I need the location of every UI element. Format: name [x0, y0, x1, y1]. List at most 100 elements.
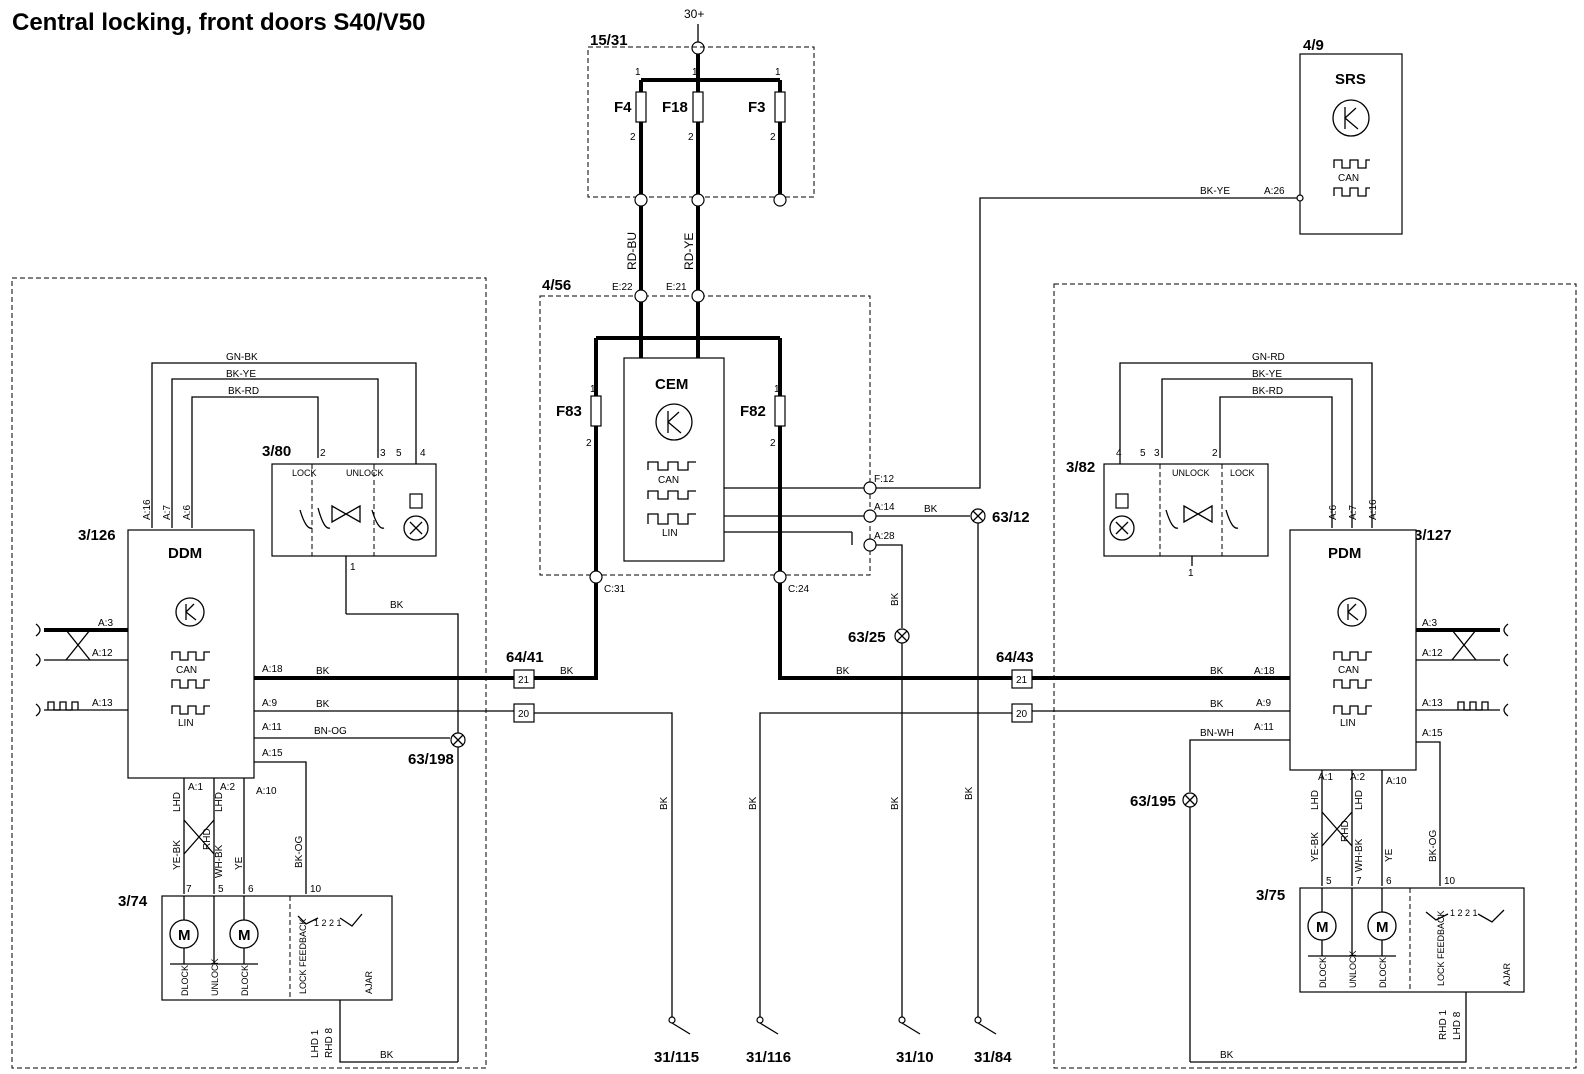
svg-text:63/198: 63/198 — [408, 751, 454, 768]
svg-text:A:12: A:12 — [1422, 648, 1443, 659]
svg-text:2: 2 — [770, 438, 776, 449]
svg-text:64/41: 64/41 — [506, 649, 544, 666]
fuse-f83 — [590, 395, 602, 427]
diagram-title: Central locking, front doors S40/V50 — [12, 9, 425, 36]
svg-text:A:16: A:16 — [142, 499, 153, 520]
svg-text:BK-OG: BK-OG — [1428, 830, 1439, 862]
svg-text:A:9: A:9 — [1256, 698, 1271, 709]
pdm-module: 3/127 PDM CAN LIN A:6 A:7 A:16 A:3 A:12 … — [1254, 499, 1452, 787]
svg-text:DLOCK: DLOCK — [1318, 957, 1328, 988]
svg-text:WH-BK: WH-BK — [214, 844, 225, 878]
svg-text:DLOCK: DLOCK — [180, 965, 190, 996]
motor-3-75: 3/75 5 7 6 10 M M 1 2 2 1 DLOCK UNLOCK D… — [1256, 876, 1525, 993]
switch-3-80-id: 3/80 — [262, 443, 291, 460]
switch-3-82-box — [1103, 463, 1269, 557]
svg-text:A:3: A:3 — [1422, 618, 1437, 629]
svg-text:1: 1 — [1188, 568, 1194, 579]
svg-text:M: M — [178, 927, 191, 944]
splice-63-195 — [1182, 792, 1198, 808]
cem-id: 4/56 — [542, 277, 571, 294]
svg-text:3: 3 — [1154, 448, 1160, 459]
svg-text:CAN: CAN — [176, 665, 197, 676]
ground-31-115: 31/115 — [654, 1016, 699, 1066]
svg-text:E:22: E:22 — [612, 282, 633, 293]
svg-text:A:1: A:1 — [188, 782, 203, 793]
svg-text:F82: F82 — [740, 403, 766, 420]
wire-rd-ye: RD-YE — [682, 233, 696, 270]
svg-text:LOCK: LOCK — [292, 468, 317, 478]
passenger-door-outline — [1053, 283, 1577, 1069]
svg-text:M: M — [238, 927, 251, 944]
wire-bn-og: BN-OG — [314, 726, 347, 737]
wire-rd-bu: RD-BU — [625, 232, 639, 270]
svg-text:10: 10 — [1444, 876, 1456, 887]
wire-bn-wh: BN-WH — [1200, 728, 1234, 739]
svg-text:UNLOCK: UNLOCK — [1348, 950, 1358, 988]
svg-text:BK: BK — [890, 592, 901, 606]
ground-31-84: 31/84 — [974, 1016, 1012, 1066]
switch-3-80: 3/80 2 3 5 4 LOCK UNLOCK 1 — [262, 443, 437, 614]
svg-text:C:31: C:31 — [604, 584, 626, 595]
svg-text:C:24: C:24 — [788, 584, 810, 595]
svg-text:LIN: LIN — [662, 528, 678, 539]
svg-text:DLOCK: DLOCK — [1378, 957, 1388, 988]
pdm-lin-signal-icon — [1333, 705, 1372, 715]
pdm-box — [1289, 529, 1417, 771]
connector-64-43: 64/43 21 20 — [996, 649, 1034, 723]
svg-text:10: 10 — [310, 884, 322, 895]
svg-text:LOCK FEEDBACK: LOCK FEEDBACK — [298, 918, 308, 994]
svg-text:A:3: A:3 — [98, 618, 113, 629]
splice-63-25 — [894, 628, 910, 644]
pdm-name: PDM — [1328, 545, 1361, 562]
srs-can-signal-icon — [1333, 159, 1370, 169]
wire-gn-bk: GN-BK — [226, 352, 258, 363]
svg-text:A:16: A:16 — [1368, 499, 1379, 520]
svg-text:LHD: LHD — [172, 792, 183, 812]
svg-text:2: 2 — [630, 132, 636, 143]
svg-text:1: 1 — [692, 67, 698, 78]
svg-text:BK: BK — [659, 796, 670, 810]
ddm-can-bus-left — [35, 623, 128, 717]
svg-text:31/84: 31/84 — [974, 1049, 1012, 1066]
svg-text:RHD: RHD — [1340, 820, 1351, 842]
ddm-module: 3/126 DDM CAN LIN A:16 A:7 A:6 A:3 A:12 … — [78, 499, 283, 797]
svg-text:1: 1 — [774, 384, 780, 395]
svg-text:RHD 1: RHD 1 — [1438, 1010, 1449, 1040]
svg-text:6: 6 — [1386, 876, 1392, 887]
svg-text:7: 7 — [186, 884, 192, 895]
svg-text:31/10: 31/10 — [896, 1049, 934, 1066]
svg-text:CAN: CAN — [658, 475, 679, 486]
svg-text:1: 1 — [635, 67, 641, 78]
cem-box — [623, 357, 725, 562]
svg-text:A:9: A:9 — [262, 698, 277, 709]
svg-text:63/12: 63/12 — [992, 509, 1030, 526]
pdm-id: 3/127 — [1414, 527, 1452, 544]
switch-3-82-id: 3/82 — [1066, 459, 1095, 476]
svg-text:BK: BK — [1210, 666, 1224, 677]
supply-label: 30+ — [684, 7, 704, 21]
svg-text:1: 1 — [775, 67, 781, 78]
cem-module: 4/56 E:22 E:21 F83 F82 1 2 1 2 CEM CAN L… — [539, 277, 895, 595]
cem-processor-icon — [655, 403, 693, 441]
fuse-f18: F18 1 2 — [662, 67, 704, 200]
svg-text:YE-BK: YE-BK — [172, 840, 183, 870]
svg-text:3/74: 3/74 — [118, 893, 148, 910]
svg-text:YE-BK: YE-BK — [1310, 832, 1321, 862]
fuse-f82 — [774, 395, 786, 427]
fuse-f18-label: F18 — [662, 99, 688, 116]
svg-text:3: 3 — [380, 448, 386, 459]
svg-text:A:26: A:26 — [1264, 186, 1285, 197]
svg-text:BK: BK — [924, 504, 938, 515]
cem-outline — [539, 295, 871, 576]
svg-text:WH-BK: WH-BK — [1354, 838, 1365, 872]
svg-text:A:1: A:1 — [1318, 772, 1333, 783]
svg-text:BK: BK — [964, 786, 975, 800]
ddm-box — [127, 529, 255, 779]
svg-text:63/195: 63/195 — [1130, 793, 1176, 810]
svg-text:UNLOCK: UNLOCK — [346, 468, 384, 478]
svg-text:2: 2 — [586, 438, 592, 449]
cem-lin-signal-icon — [647, 513, 696, 525]
switch-3-80-lamp-icon — [403, 515, 429, 541]
svg-text:F:12: F:12 — [874, 474, 894, 485]
wire-bk-rd: BK-RD — [228, 386, 259, 397]
